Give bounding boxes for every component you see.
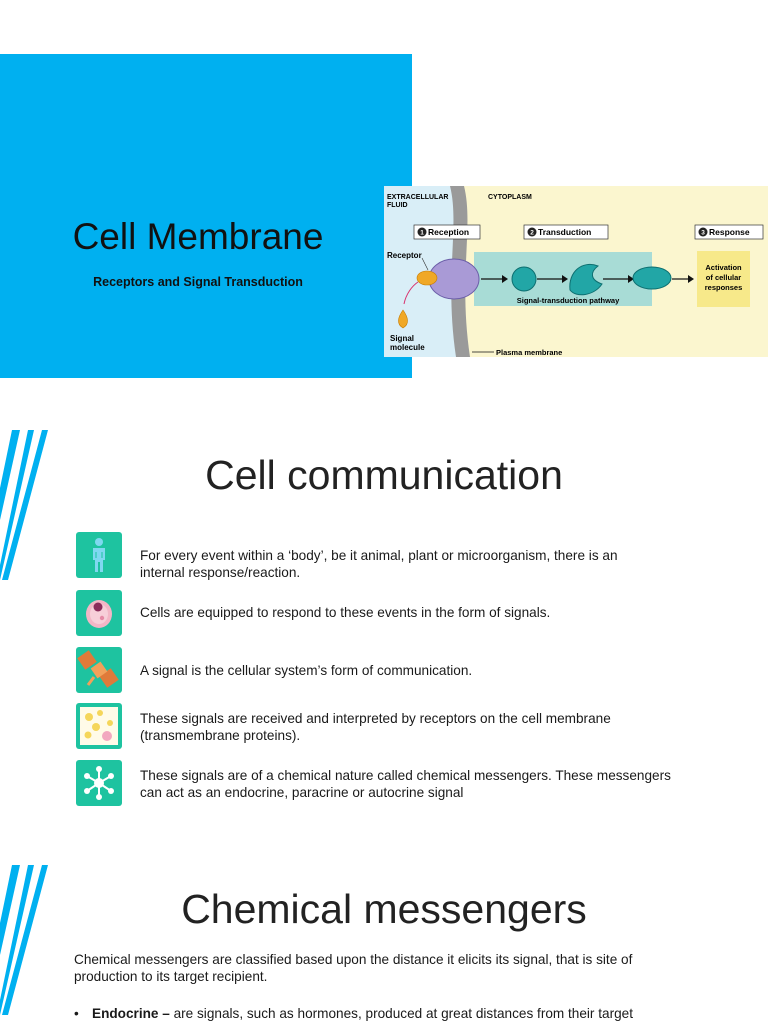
response-label: Response bbox=[709, 227, 750, 237]
slide-accent-stripes bbox=[0, 865, 48, 1015]
activation-label-1: Activation bbox=[705, 263, 742, 272]
step2-number: 2 bbox=[530, 230, 534, 237]
bullet-term: Endocrine – bbox=[92, 1006, 170, 1021]
network-icon bbox=[76, 760, 122, 806]
reception-box bbox=[413, 224, 481, 240]
slide-accent-stripes bbox=[0, 430, 48, 580]
point-text: Cells are equipped to respond to these e… bbox=[140, 605, 551, 620]
intro-paragraph: Chemical messengers are classified based… bbox=[74, 952, 633, 984]
molecules-icon bbox=[76, 703, 122, 749]
relay-molecule-3 bbox=[632, 266, 672, 290]
slide-title: Cell Membrane bbox=[72, 216, 324, 257]
step3-number: 3 bbox=[701, 230, 705, 237]
slide-subtitle: Receptors and Signal Transduction bbox=[93, 275, 303, 289]
activation-label-3: responses bbox=[705, 283, 743, 292]
relay-molecule-2 bbox=[569, 264, 603, 296]
activation-label-2: of cellular bbox=[706, 273, 742, 282]
bullet-item: • Endocrine – are signals, such as hormon… bbox=[74, 1005, 714, 1022]
transduction-label: Transduction bbox=[538, 227, 591, 237]
slide-heading: Cell communication bbox=[205, 452, 563, 498]
point-text: For every event within a ‘body’, be it a… bbox=[140, 548, 618, 580]
bound-signal bbox=[416, 270, 438, 286]
pathway-label: Signal-transduction pathway bbox=[517, 296, 620, 305]
slide-heading: Chemical messengers bbox=[181, 886, 587, 932]
reception-label: Reception bbox=[428, 227, 469, 237]
cytoplasm-label: CYTOPLASM bbox=[488, 194, 532, 201]
cell-icon bbox=[76, 590, 122, 636]
human-body-icon bbox=[76, 532, 122, 578]
point-text: These signals are of a chemical nature c… bbox=[140, 768, 671, 800]
bullet-marker: • bbox=[74, 1006, 79, 1021]
extracellular-label: EXTRACELLULAR bbox=[387, 194, 448, 201]
bullet-text: are signals, such as hormones, produced … bbox=[169, 1006, 633, 1021]
response-box bbox=[694, 224, 764, 240]
signal-transduction-diagram: EXTRACELLULAR FLUID CYTOPLASM 1 Receptio… bbox=[384, 186, 768, 357]
signal-label: Signal bbox=[390, 334, 414, 343]
relay-molecule-1 bbox=[511, 266, 537, 292]
step1-number: 1 bbox=[420, 230, 424, 237]
satellite-icon bbox=[76, 647, 122, 693]
title-slide-background bbox=[0, 54, 412, 378]
plasma-membrane-label: Plasma membrane bbox=[496, 348, 562, 357]
cellular-response-box bbox=[697, 251, 750, 307]
molecule-label: molecule bbox=[390, 343, 425, 352]
receptor-label: Receptor bbox=[387, 251, 422, 260]
point-text: A signal is the cellular system’s form o… bbox=[140, 663, 473, 678]
transduction-box bbox=[523, 224, 609, 240]
point-text: These signals are received and interpret… bbox=[140, 711, 611, 743]
signal-molecule bbox=[398, 309, 408, 329]
fluid-label: FLUID bbox=[387, 202, 408, 209]
